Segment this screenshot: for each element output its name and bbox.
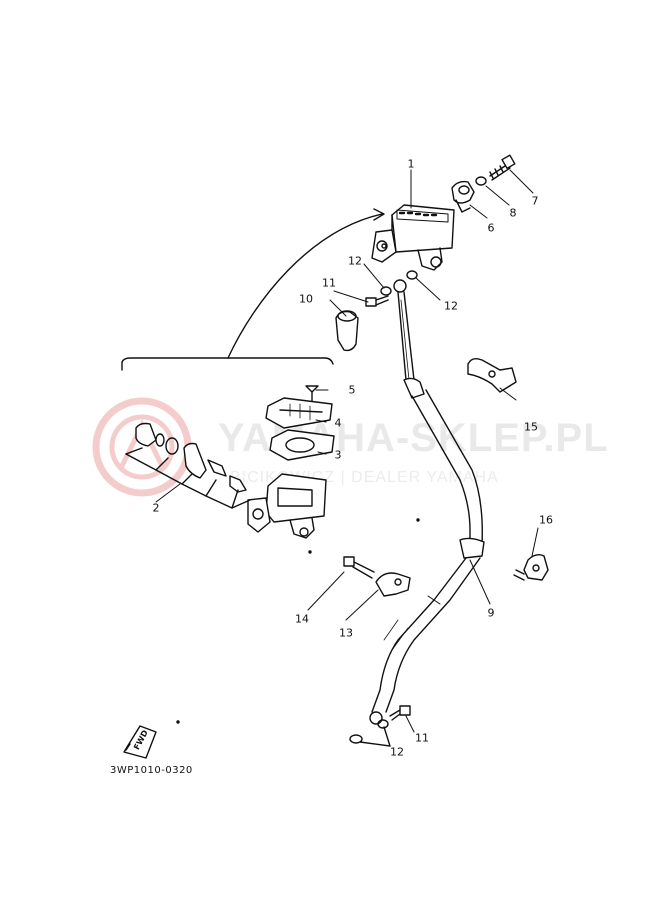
part-7-bolt <box>489 154 516 181</box>
callout-12-right: 12 <box>444 299 458 313</box>
callout-9: 9 <box>487 606 495 620</box>
part-3-diaphragm <box>269 429 335 461</box>
callout-4: 4 <box>334 416 342 430</box>
part-6-holder <box>451 180 475 213</box>
callout-1: 1 <box>407 157 415 171</box>
speck <box>308 550 312 554</box>
callout-5: 5 <box>348 383 356 397</box>
callout-leader-12c <box>359 726 391 747</box>
exploded-bracket <box>121 357 334 371</box>
part-11-bolt-a <box>365 295 389 307</box>
part-10-cap <box>335 310 359 352</box>
callout-2: 2 <box>152 501 160 515</box>
assembly-leader-curve <box>227 213 383 359</box>
callout-13: 13 <box>339 626 353 640</box>
callout-12-top: 12 <box>348 254 362 268</box>
arrow-head <box>373 208 385 221</box>
part-4-cover <box>265 397 333 429</box>
master-cylinder-body-exploded <box>247 473 327 539</box>
part-15-clamp <box>467 357 517 393</box>
fwd-arrow <box>123 725 157 759</box>
callout-3: 3 <box>334 448 342 462</box>
speck <box>416 518 420 522</box>
part-16-bracket <box>513 553 549 581</box>
callout-6: 6 <box>487 221 495 235</box>
part-8-washer <box>475 176 487 186</box>
part-14-bolt <box>343 556 375 579</box>
callout-11-top: 11 <box>322 276 336 290</box>
speck <box>176 720 180 724</box>
part-12-washer-a <box>380 286 392 296</box>
callout-10: 10 <box>299 292 313 306</box>
part-12-washer-c <box>377 719 389 729</box>
callout-leaders <box>155 169 539 733</box>
callout-8: 8 <box>509 206 517 220</box>
diagram-code: 3WP1010-0320 <box>110 765 193 776</box>
callout-16: 16 <box>539 513 553 527</box>
part-13-clamp <box>375 572 411 597</box>
callout-15: 15 <box>524 420 538 434</box>
callout-14: 14 <box>295 612 309 626</box>
callout-11-bottom: 11 <box>415 731 429 745</box>
part-12-washer-b <box>406 270 418 280</box>
callout-7: 7 <box>531 194 539 208</box>
callout-12-bottom: 12 <box>390 745 404 759</box>
master-cylinder <box>371 204 455 271</box>
part-11-bolt-b <box>389 705 411 721</box>
part-12-washer-d <box>349 734 363 744</box>
part-9-brake-hose <box>369 279 485 725</box>
part-2-piston-kit <box>125 422 251 509</box>
